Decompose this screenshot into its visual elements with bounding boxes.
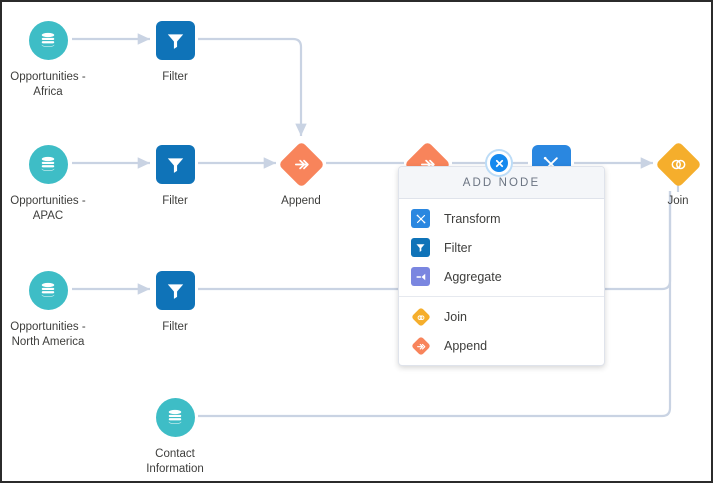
node-label: Append — [281, 195, 321, 207]
node-label: Opportunities - Africa — [10, 71, 86, 98]
append-icon — [277, 140, 325, 188]
node-label: Filter — [162, 321, 188, 333]
menu-item-label: Transform — [444, 211, 501, 226]
node-label: Filter — [162, 71, 188, 83]
join-icon — [410, 306, 431, 327]
database-icon — [28, 20, 68, 60]
menu-item-aggregate[interactable]: Aggregate — [399, 262, 604, 291]
filter-icon — [155, 270, 195, 310]
node-filter-apac[interactable]: Filter — [115, 141, 235, 209]
database-icon — [155, 397, 195, 437]
filter-icon — [155, 20, 195, 60]
join-icon — [654, 140, 702, 188]
menu-item-append[interactable]: Append — [399, 331, 604, 360]
add-node-menu-title: ADD NODE — [462, 176, 541, 189]
node-contact-information[interactable]: Contact Information — [115, 394, 235, 477]
node-shape[interactable] — [618, 140, 711, 188]
transform-icon — [411, 209, 430, 228]
append-icon — [410, 335, 431, 356]
node-label: Opportunities - North America — [10, 321, 86, 348]
node-opportunities-north-america[interactable]: Opportunities - North America — [2, 267, 108, 350]
node-shape[interactable] — [115, 141, 235, 187]
node-append[interactable]: Append — [241, 140, 361, 209]
database-icon — [28, 144, 68, 184]
menu-item-label: Aggregate — [444, 269, 502, 284]
node-filter-north-america[interactable]: Filter — [115, 267, 235, 335]
node-label: Join — [667, 195, 689, 207]
node-label: Filter — [162, 195, 188, 207]
add-node-menu[interactable]: ADD NODE Transform — [398, 166, 605, 366]
menu-item-join[interactable]: Join — [399, 302, 604, 331]
database-icon — [28, 270, 68, 310]
node-shape[interactable] — [2, 17, 108, 63]
node-shape[interactable] — [2, 141, 108, 187]
filter-icon — [411, 238, 430, 257]
menu-item-label: Join — [444, 309, 467, 324]
node-shape[interactable] — [241, 140, 361, 188]
filter-icon — [155, 144, 195, 184]
node-opportunities-africa[interactable]: Opportunities - Africa — [2, 17, 108, 100]
node-join[interactable]: Join — [618, 140, 711, 209]
node-filter-africa[interactable]: Filter — [115, 17, 235, 85]
node-shape[interactable] — [115, 267, 235, 313]
menu-item-filter[interactable]: Filter — [399, 233, 604, 262]
menu-item-transform[interactable]: Transform — [399, 204, 604, 233]
menu-item-label: Append — [444, 338, 488, 353]
node-label: Opportunities - APAC — [10, 195, 86, 222]
aggregate-icon — [411, 267, 430, 286]
node-label: Contact Information — [146, 448, 204, 475]
node-shape[interactable] — [2, 267, 108, 313]
node-shape[interactable] — [115, 17, 235, 63]
close-icon[interactable] — [487, 151, 511, 175]
add-node-menu-group-transformations: Transform Filter — [399, 199, 604, 296]
node-shape[interactable] — [115, 394, 235, 440]
node-opportunities-apac[interactable]: Opportunities - APAC — [2, 141, 108, 224]
menu-item-label: Filter — [444, 240, 472, 255]
add-node-menu-group-combine: Join — [399, 296, 604, 365]
